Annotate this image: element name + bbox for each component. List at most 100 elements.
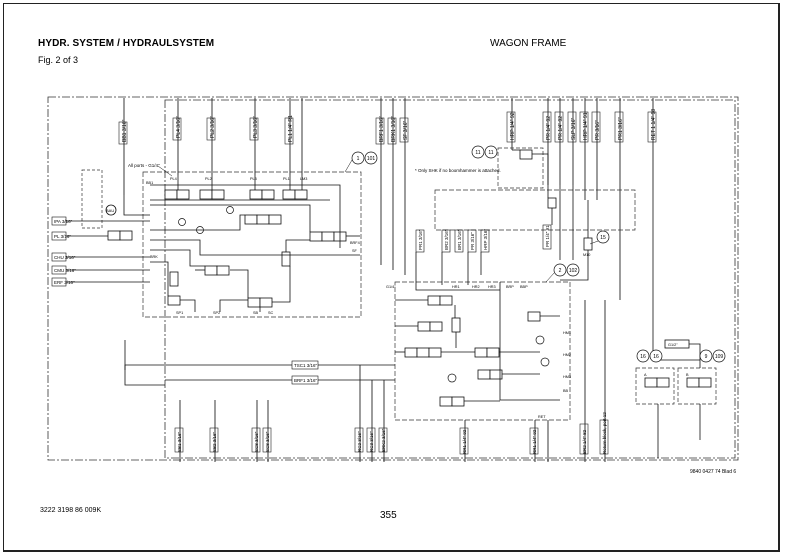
port-label: BRK2 3/16" [381,428,386,452]
boom-note: * Only SHK if no boomhammer is attached. [415,168,501,173]
page-title: HYDR. SYSTEM / HYDRAULSYSTEM [38,38,215,49]
diagram-label: BB [563,389,569,393]
diagram-label: RET [538,415,546,419]
port-label: IPA 3/16" [54,219,73,224]
diagram-label: HR2 [472,285,480,289]
callout-2 [553,263,567,277]
port-label: HRP 1/4" 92 [510,112,516,140]
diagram-label: SC [268,311,274,315]
port-label: BB1 3/16" [122,119,128,142]
port-label: BRF1 3/16" [379,116,385,142]
callout-1-ref [364,151,378,165]
diagram-label: SP1 [176,311,183,315]
port-label: PR 1/4" 92 [558,116,564,140]
port-label: BR2 1/4" 82 [582,429,587,454]
port-label: PR1 3/16" [618,117,624,140]
callout-16-ref [649,349,663,363]
callout-15 [596,230,610,244]
port-label: BRK1 3/16" [391,116,397,142]
diagram-label: HR3 [488,285,496,289]
port-label: PL2 3/16" [210,116,216,138]
diagram-label: PL3 [250,177,257,181]
port-label: CHU 3/16" [54,255,76,260]
diagram-label: 109 [715,354,724,360]
callout-9-ref [712,349,726,363]
port-label: PL 3/16" [54,234,71,239]
port-label: PR 3/16" [595,120,601,140]
callout-11 [471,145,485,159]
port-label: HRP 3/16" [483,229,488,250]
system-boundary [47,96,739,461]
diagram-label: BBP [520,285,528,289]
port-label: ERF 3/16" [54,280,75,285]
port-label: PR 3/16" [470,232,475,250]
diagram-label: A [644,373,647,377]
port-label: RET 1 1/4" 98 [651,109,657,140]
port-label: BR2 3/16" [444,229,449,250]
callout-1 [351,151,365,165]
port-label: PL1 1/4" R1 [288,115,294,142]
valve-block-2 [394,281,571,421]
all-ports-note: All ports - G1/4" [128,163,160,168]
page-number: 355 [380,510,397,521]
diagram-label: 102 [569,268,578,274]
port-label: RR1 1/4" 92 [532,429,537,454]
port-label: PR 1/4" 92 [546,116,552,140]
diagram-label: PL1 [283,177,290,181]
port-label: SB2 3/16" [212,431,217,452]
diagram-label: SP2 [213,311,220,315]
callout-16 [636,349,650,363]
diagram-label: B [686,373,689,377]
port-label: RC3 3/16" [369,431,374,452]
diagram-label: 9 [705,354,708,360]
diagram-label: PL2 [205,177,212,181]
diagram-label: 1 [357,156,360,162]
diagram-label: 2 [559,268,562,274]
diagram-label: 16 [640,354,646,360]
figure-label: Fig. 2 of 3 [38,55,79,65]
port-label: CMU 3/16" [54,268,76,273]
diagram-label: G1/2" [668,343,678,347]
callout-9 [699,349,713,363]
diagram-label: PL4 [170,177,177,181]
document-number: 3222 3198 86 009K [40,507,102,514]
diagram-label: BB1 [146,181,153,185]
port-label: PL4 3/16" [176,116,182,138]
port-label: SC8 3/16" [254,431,259,452]
diagram-label: HM1 [563,331,571,335]
diagram-label: BRK [150,255,158,259]
bau-label: BAU [106,208,114,213]
port-label: RC2 3/16" [357,431,362,452]
diagram-label: 15 [600,235,606,241]
port-label: HRP 1/4" 91 [583,112,589,140]
diagram-label: BRF4 [350,241,360,245]
diagram-label: 11 [488,150,493,156]
port-label: SB1 3/16" [177,431,182,452]
port-label: RR1 1/4" 92 [462,429,467,454]
callout-2-ref [566,263,580,277]
diagram-label: M10 [583,253,590,257]
port-label: BR1 3/16" [457,229,462,250]
diagram-label: SF [352,249,358,253]
port-label: SC8 3/16" [265,431,270,452]
port-label: Return block, port 12 [602,412,607,454]
diagram-label: 11 [475,150,480,156]
wagon-boundary [164,99,736,459]
diagram-label: 101 [367,156,376,162]
diagram-label: SB [253,311,259,315]
diagram-label: 16 [653,354,659,360]
callout-11-ref [484,145,498,159]
line-label: TSC1 3/16" [294,363,318,368]
section-title: WAGON FRAME [490,38,567,49]
diagram-label: HM2 [563,353,571,357]
diagram-label: BRP [506,285,514,289]
drawing-number: 9840 0427 74 Blad 6 [690,469,737,475]
port-label: SF 3/16" [403,120,409,140]
port-label: PR 1/4" 91 [545,225,550,247]
line-label: BRF1 3/16" [294,378,318,383]
diagram-label: LM3 [300,177,307,181]
port-label: PL3 3/16" [253,116,259,138]
port-label: SLP 3/16" [571,118,577,140]
